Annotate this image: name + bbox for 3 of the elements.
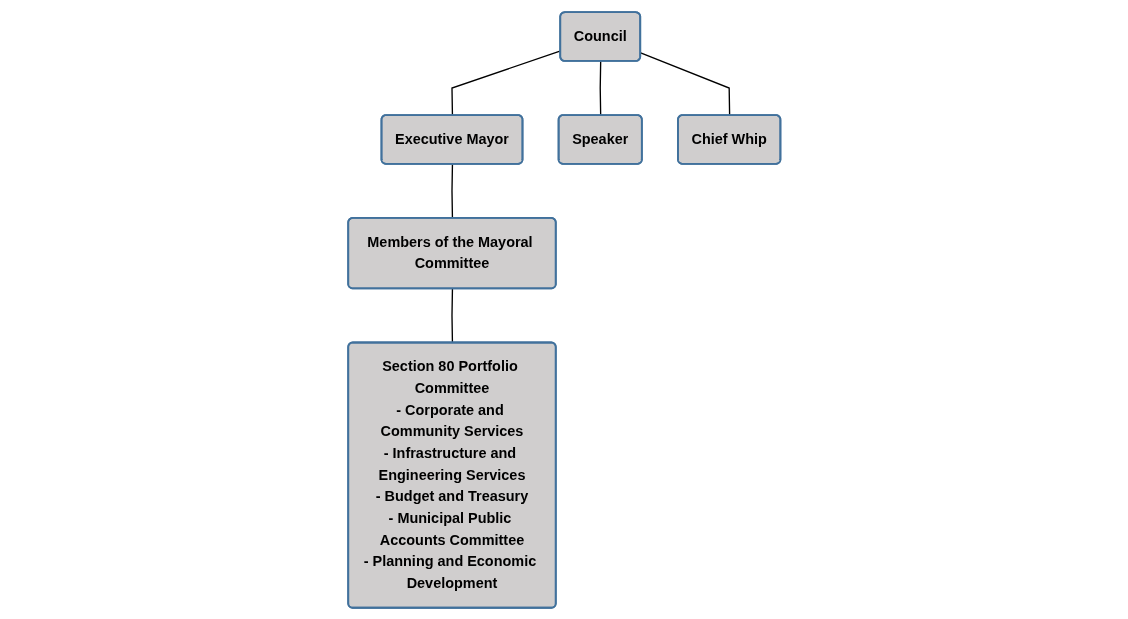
connector	[599, 60, 602, 116]
connector	[451, 163, 453, 219]
connector	[639, 51, 730, 116]
